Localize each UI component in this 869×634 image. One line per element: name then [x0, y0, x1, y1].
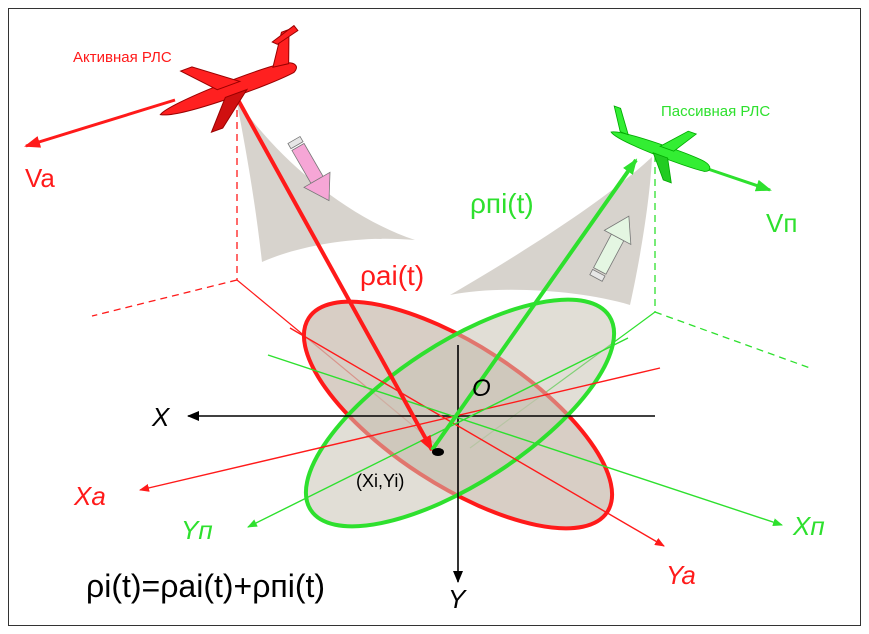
va-vector — [24, 98, 176, 148]
active-radar-label: Активная РЛС — [73, 49, 172, 66]
xa-axis-label: Xa — [73, 481, 106, 511]
green-airplane-icon — [610, 105, 711, 184]
rho-p-label: ρпi(t) — [470, 188, 534, 219]
xp-axis-label: Xп — [792, 511, 825, 541]
point-label: (Xi,Yi) — [356, 471, 404, 491]
formula-label: ρi(t)=ρai(t)+ρпi(t) — [86, 568, 325, 604]
pink-arrow-icon — [287, 135, 331, 202]
xa-axis — [139, 367, 661, 492]
active-beam-cone — [236, 98, 415, 262]
vp-vector — [704, 166, 772, 192]
diagram-frame — [8, 8, 861, 626]
rho-a-label: ρai(t) — [360, 260, 424, 291]
passive-radar-label: Пассивная РЛС — [661, 103, 770, 120]
xp-axis — [267, 354, 783, 526]
light-green-arrow-icon — [589, 215, 632, 282]
origin-label: O — [472, 375, 491, 402]
yp-axis — [247, 337, 629, 528]
target-point — [432, 448, 444, 456]
ya-axis — [289, 327, 665, 547]
rho-a-vector — [235, 97, 434, 452]
ya-axis-label: Ya — [666, 560, 696, 590]
yp-axis-label: Yп — [181, 515, 213, 545]
x-axis-label: X — [151, 402, 171, 432]
y-axis-label: Y — [448, 584, 467, 614]
va-label: Va — [25, 163, 55, 193]
red-airplane-icon — [159, 24, 299, 134]
vp-label: Vп — [766, 208, 797, 238]
rho-p-vector — [430, 158, 638, 452]
